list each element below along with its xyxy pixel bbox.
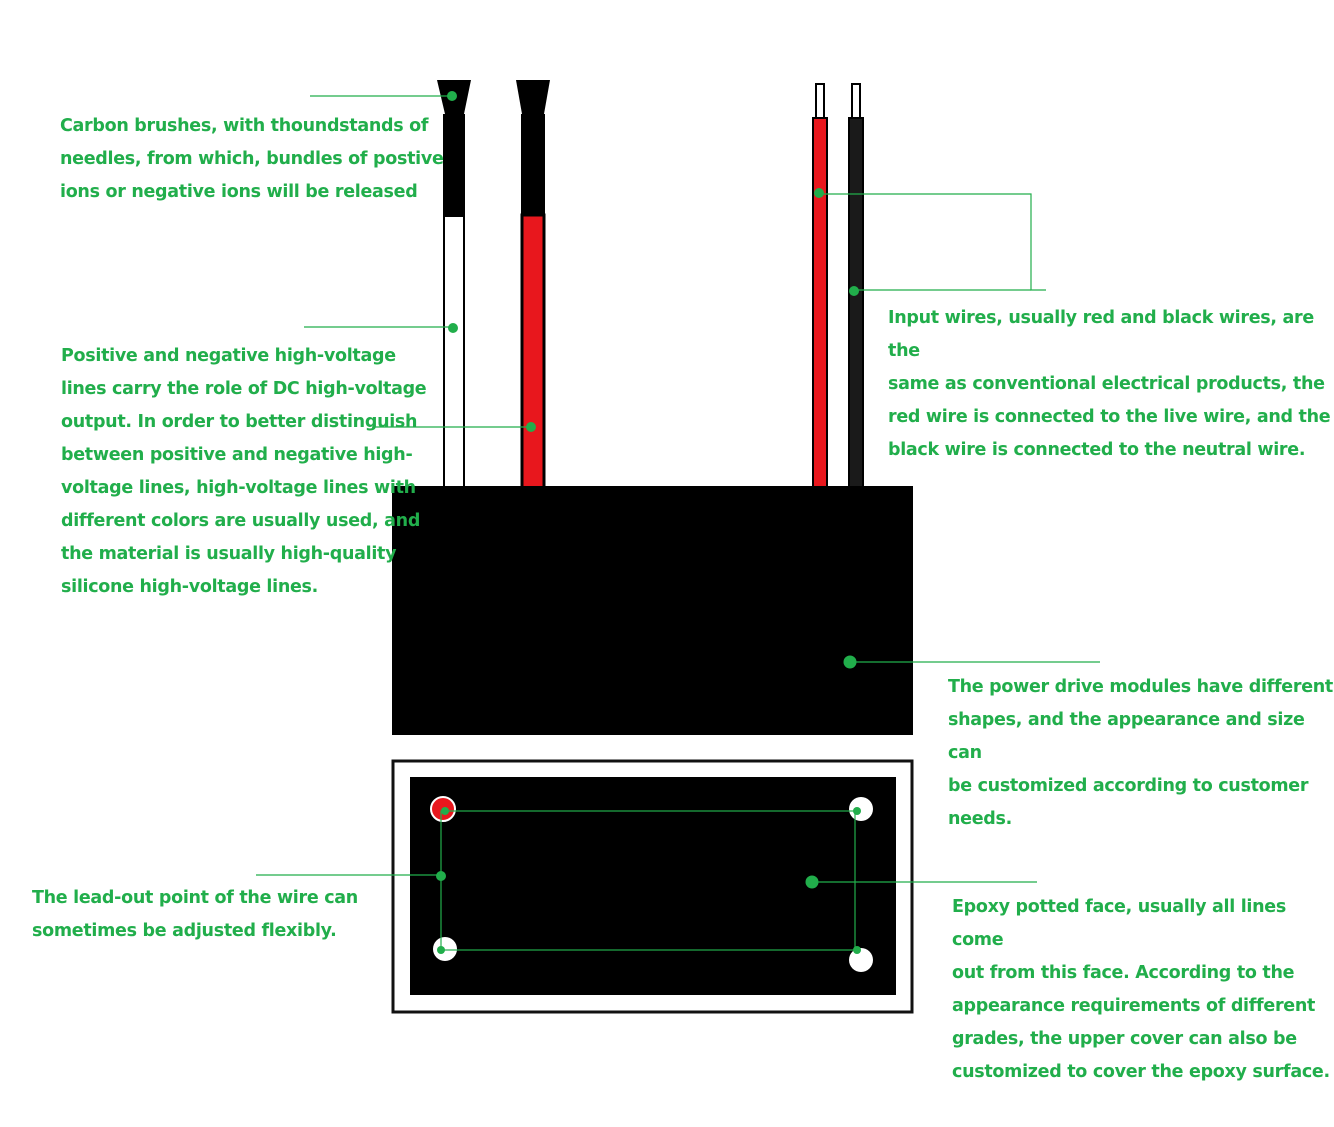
wire-sleeve-left (443, 114, 465, 218)
black-input-wire (848, 83, 864, 489)
carbon-brushes-label: Carbon brushes, with thoundstands of nee… (60, 116, 444, 202)
carbon-brush-right (516, 80, 550, 114)
lead-out-point-top-right (849, 797, 873, 821)
white-wire-body (443, 215, 465, 489)
white-hv-wire (437, 80, 471, 489)
module-label: The power drive modules have different s… (948, 677, 1333, 829)
annotation-dots (436, 91, 861, 954)
lead-out-label: The lead-out point of the wire can somet… (32, 888, 358, 941)
wire-sleeve-right (521, 114, 545, 218)
red-input-wire (812, 83, 828, 489)
lead-out-point-bottom-left (433, 937, 457, 961)
input-wires-label: Input wires, usually red and black wires… (888, 308, 1331, 460)
module-body (392, 486, 913, 735)
epoxy-face (391, 759, 914, 1014)
epoxy-face-label: Epoxy potted face, usually all lines com… (952, 897, 1330, 1082)
leader-lines (256, 95, 1100, 951)
lead-out-point-bottom-right (849, 948, 873, 972)
red-wire-body (520, 213, 546, 490)
hv-lines-label: Positive and negative high-voltage lines… (61, 346, 427, 597)
